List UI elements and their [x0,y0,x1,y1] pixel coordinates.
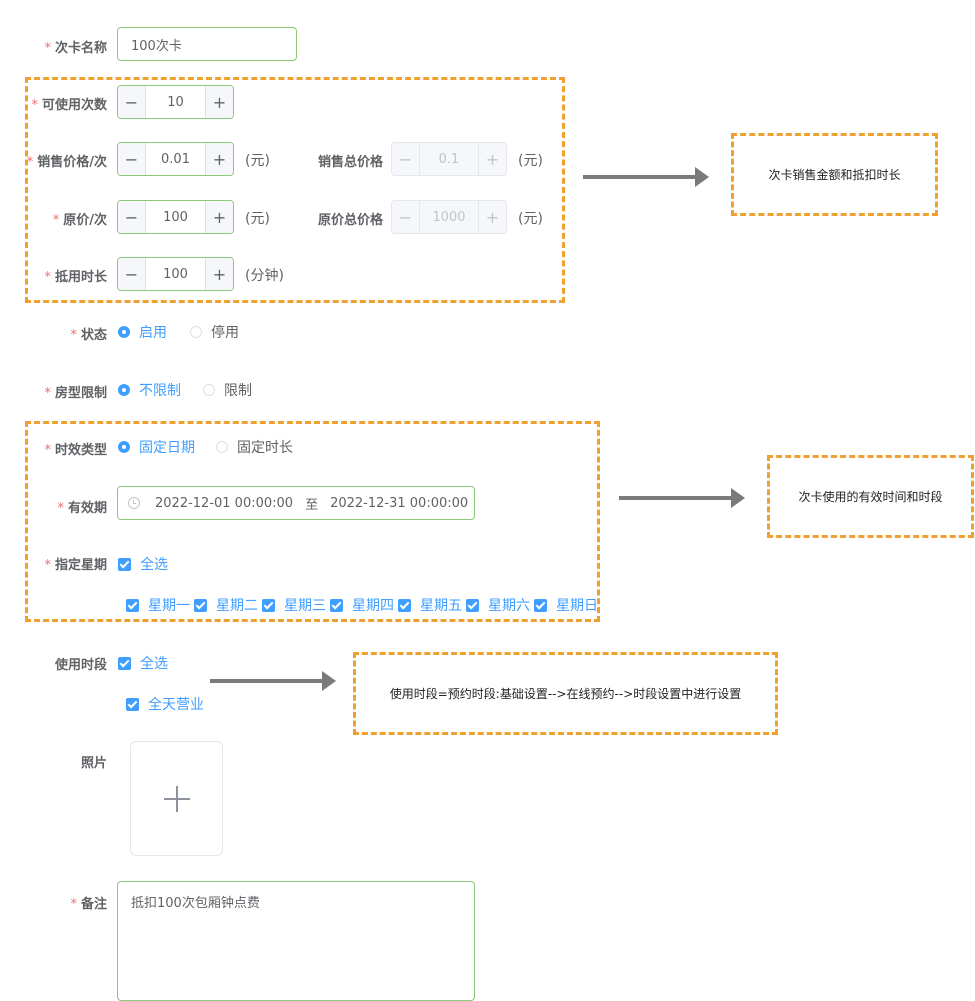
room-limit-label: *房型限制 [44,386,107,401]
check-icon [398,598,411,612]
use-count-label: *可使用次数 [31,98,107,113]
total-price-unit: (元) [518,153,543,169]
radio-fixed-duration[interactable]: 固定时长 [216,437,293,457]
orig-total-stepper: − 1000 + [391,200,507,234]
orig-total-unit: (元) [518,211,543,227]
highlight-box-note3 [353,652,778,735]
price-per-label: *销售价格/次 [26,155,107,170]
radio-status-disabled[interactable]: 停用 [190,322,239,342]
check-icon [118,557,131,571]
total-price-stepper: − 0.1 + [391,142,507,176]
check-icon [194,598,207,612]
stepper-value: 100 [163,209,188,225]
highlight-box-note2 [767,455,974,538]
highlight-box-pricing [25,77,565,303]
decrement-button[interactable]: − [118,258,146,290]
radio-room-unlimited[interactable]: 不限制 [118,380,181,400]
duration-stepper[interactable]: − 100 + [117,257,234,291]
orig-per-label: *原价/次 [52,213,107,228]
radio-dot [203,384,215,396]
checkbox-sunday[interactable]: 星期日 [534,595,598,615]
photo-label: 照片 [80,756,107,771]
remark-textarea[interactable]: 抵扣100次包厢钟点费 [117,881,475,1001]
checkbox-friday[interactable]: 星期五 [398,595,462,615]
date-end: 2022-12-31 00:00:00 [330,495,469,511]
radio-status-enabled[interactable]: 启用 [118,322,167,342]
validity-type-label: *时效类型 [44,443,107,458]
increment-button[interactable]: + [205,86,233,118]
highlight-box-validity [25,421,600,622]
checkbox-wednesday[interactable]: 星期三 [262,595,326,615]
increment-button: + [478,143,506,175]
check-icon [330,598,343,612]
arrow-right-icon [210,671,336,691]
price-per-unit: (元) [245,153,270,169]
annotation-note2: 次卡使用的有效时间和时段 [798,490,943,504]
check-icon [126,697,139,711]
annotation-note3: 使用时段=预约时段:基础设置-->在线预约-->时段设置中进行设置 [389,687,742,701]
card-name-input[interactable]: 100次卡 [117,27,297,61]
decrement-button: − [392,143,420,175]
check-icon [118,656,131,670]
increment-button[interactable]: + [205,143,233,175]
decrement-button: − [392,201,420,233]
time-slots-label: 使用时段 [54,658,107,673]
checkbox-monday[interactable]: 星期一 [126,595,190,615]
weekdays-label: *指定星期 [44,558,107,573]
orig-per-unit: (元) [245,211,270,227]
checkbox-all-day[interactable]: 全天营业 [126,694,204,714]
check-icon [126,598,139,612]
duration-unit: (分钟) [245,268,284,284]
stepper-value: 0.1 [438,151,460,167]
radio-dot [118,384,130,396]
radio-dot [118,326,130,338]
increment-button[interactable]: + [205,201,233,233]
date-range-separator: 至 [305,497,319,513]
radio-dot [118,441,130,453]
radio-room-limited[interactable]: 限制 [203,380,252,400]
orig-total-label: 原价总价格 [318,213,384,228]
arrow-right-icon [619,488,745,508]
checkbox-weekdays-all[interactable]: 全选 [118,554,168,574]
decrement-button[interactable]: − [118,143,146,175]
annotation-note1: 次卡销售金额和抵扣时长 [768,168,901,182]
increment-button: + [478,201,506,233]
radio-dot [190,326,202,338]
increment-button[interactable]: + [205,258,233,290]
radio-dot [216,441,228,453]
status-label: *状态 [70,328,107,343]
remark-label: *备注 [70,897,107,912]
valid-period-label: *有效期 [57,501,107,516]
date-start: 2022-12-01 00:00:00 [155,495,294,511]
checkbox-tuesday[interactable]: 星期二 [194,595,258,615]
check-icon [534,598,547,612]
orig-per-stepper[interactable]: − 100 + [117,200,234,234]
clock-icon [128,497,140,509]
check-icon [466,598,479,612]
decrement-button[interactable]: − [118,201,146,233]
checkbox-saturday[interactable]: 星期六 [466,595,530,615]
total-price-label: 销售总价格 [318,155,384,170]
name-label: *次卡名称 [44,41,107,56]
stepper-value: 0.01 [161,151,190,167]
stepper-value: 1000 [432,209,466,225]
check-icon [262,598,275,612]
stepper-value: 10 [167,94,184,110]
radio-fixed-date[interactable]: 固定日期 [118,437,195,457]
decrement-button[interactable]: − [118,86,146,118]
highlight-box-note1 [731,133,938,216]
checkbox-thursday[interactable]: 星期四 [330,595,394,615]
plus-icon-bar [163,797,190,800]
checkbox-slots-all[interactable]: 全选 [118,653,168,673]
arrow-right-icon [583,167,709,187]
photo-upload[interactable] [130,741,223,856]
use-count-stepper[interactable]: − 10 + [117,85,234,119]
price-per-stepper[interactable]: − 0.01 + [117,142,234,176]
stepper-value: 100 [163,266,188,282]
date-range-picker[interactable]: 2022-12-01 00:00:00 至 2022-12-31 00:00:0… [117,486,475,520]
duration-label: *抵用时长 [44,270,107,285]
